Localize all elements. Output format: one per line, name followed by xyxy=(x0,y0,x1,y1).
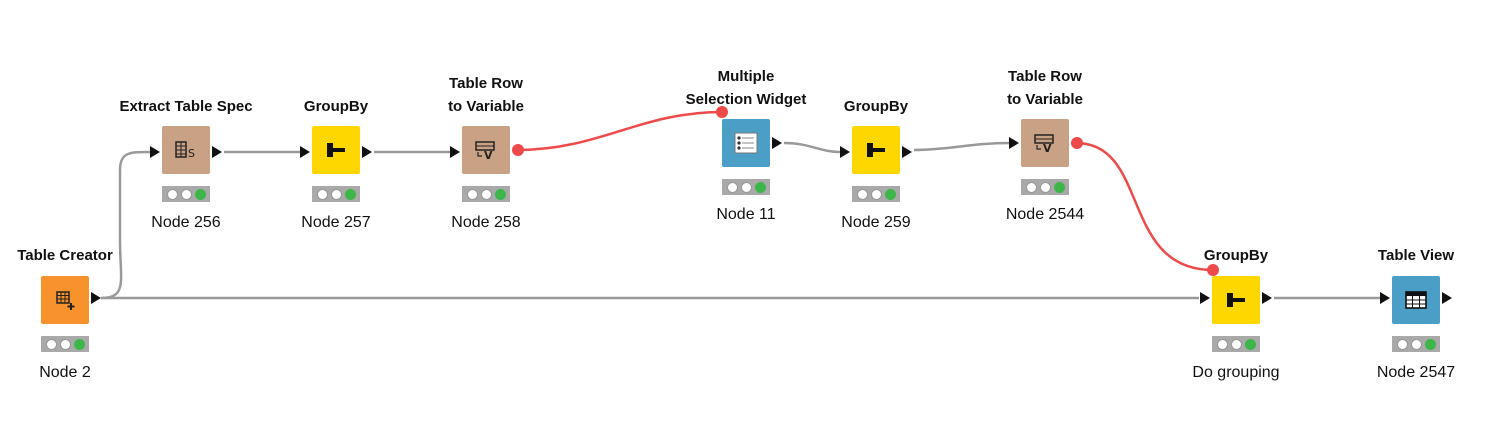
input-port[interactable] xyxy=(1380,292,1390,304)
row-to-variable-icon[interactable]: V xyxy=(1021,119,1069,167)
output-port[interactable] xyxy=(772,137,782,149)
node-label[interactable]: Node 11 xyxy=(716,206,776,223)
svg-text:V: V xyxy=(1043,142,1052,154)
node-label[interactable]: Do grouping xyxy=(1192,364,1280,381)
node-title: GroupBy xyxy=(303,98,369,115)
node-label[interactable]: Node 2547 xyxy=(1376,364,1456,381)
row-to-variable-icon[interactable]: V xyxy=(462,126,510,174)
input-port[interactable] xyxy=(450,146,460,158)
variable-input-port[interactable] xyxy=(1207,264,1219,276)
status-indicator xyxy=(1392,336,1440,352)
node-title-line2: to Variable xyxy=(1007,91,1083,108)
output-port[interactable] xyxy=(362,146,372,158)
status-indicator xyxy=(462,186,510,202)
table-spec-icon[interactable]: S xyxy=(162,126,210,174)
variable-input-port[interactable] xyxy=(716,106,728,118)
groupby-icon[interactable] xyxy=(1212,276,1260,324)
status-indicator xyxy=(722,179,770,195)
flow-connection[interactable] xyxy=(783,141,841,154)
node-title: Table View xyxy=(1377,247,1455,264)
input-port[interactable] xyxy=(150,146,160,158)
svg-text:V: V xyxy=(484,149,493,161)
groupby-icon[interactable] xyxy=(312,126,360,174)
variable-output-port[interactable] xyxy=(1071,137,1083,149)
output-port[interactable] xyxy=(1442,292,1452,304)
status-indicator xyxy=(1212,336,1260,352)
node-title-line2: to Variable xyxy=(448,98,524,115)
groupby-icon[interactable] xyxy=(852,126,900,174)
node-label[interactable]: Node 2544 xyxy=(1005,206,1085,223)
table-view-icon[interactable] xyxy=(1392,276,1440,324)
status-indicator xyxy=(852,186,900,202)
status-indicator xyxy=(1021,179,1069,195)
node-title-line1: Table Row xyxy=(449,75,523,92)
input-port[interactable] xyxy=(1009,137,1019,149)
node-title-line2: Selection Widget xyxy=(685,91,807,108)
status-indicator xyxy=(162,186,210,202)
node-title: Table Creator xyxy=(17,247,113,264)
variable-connection[interactable] xyxy=(1075,141,1214,272)
output-port[interactable] xyxy=(91,292,101,304)
output-port[interactable] xyxy=(902,146,912,158)
status-indicator xyxy=(41,336,89,352)
input-port[interactable] xyxy=(840,146,850,158)
node-title: GroupBy xyxy=(843,98,909,115)
node-label[interactable]: Node 258 xyxy=(451,214,521,231)
output-port[interactable] xyxy=(212,146,222,158)
node-title-line1: Multiple xyxy=(717,68,775,85)
flow-connection[interactable] xyxy=(100,150,151,300)
input-port[interactable] xyxy=(300,146,310,158)
node-label[interactable]: Node 257 xyxy=(301,214,371,231)
selection-widget-icon[interactable] xyxy=(722,119,770,167)
node-title: GroupBy xyxy=(1203,247,1269,264)
node-label[interactable]: Node 2 xyxy=(39,364,91,381)
node-title-line1: Table Row xyxy=(1008,68,1082,85)
table-creator-icon[interactable] xyxy=(41,276,89,324)
svg-text:S: S xyxy=(188,147,195,160)
input-port[interactable] xyxy=(1200,292,1210,304)
variable-output-port[interactable] xyxy=(512,144,524,156)
node-label[interactable]: Node 259 xyxy=(841,214,911,231)
output-port[interactable] xyxy=(1262,292,1272,304)
node-title: Extract Table Spec xyxy=(119,98,253,115)
node-label[interactable]: Node 256 xyxy=(151,214,221,231)
status-indicator xyxy=(312,186,360,202)
flow-connection[interactable] xyxy=(913,141,1011,152)
variable-connection[interactable] xyxy=(516,110,723,152)
